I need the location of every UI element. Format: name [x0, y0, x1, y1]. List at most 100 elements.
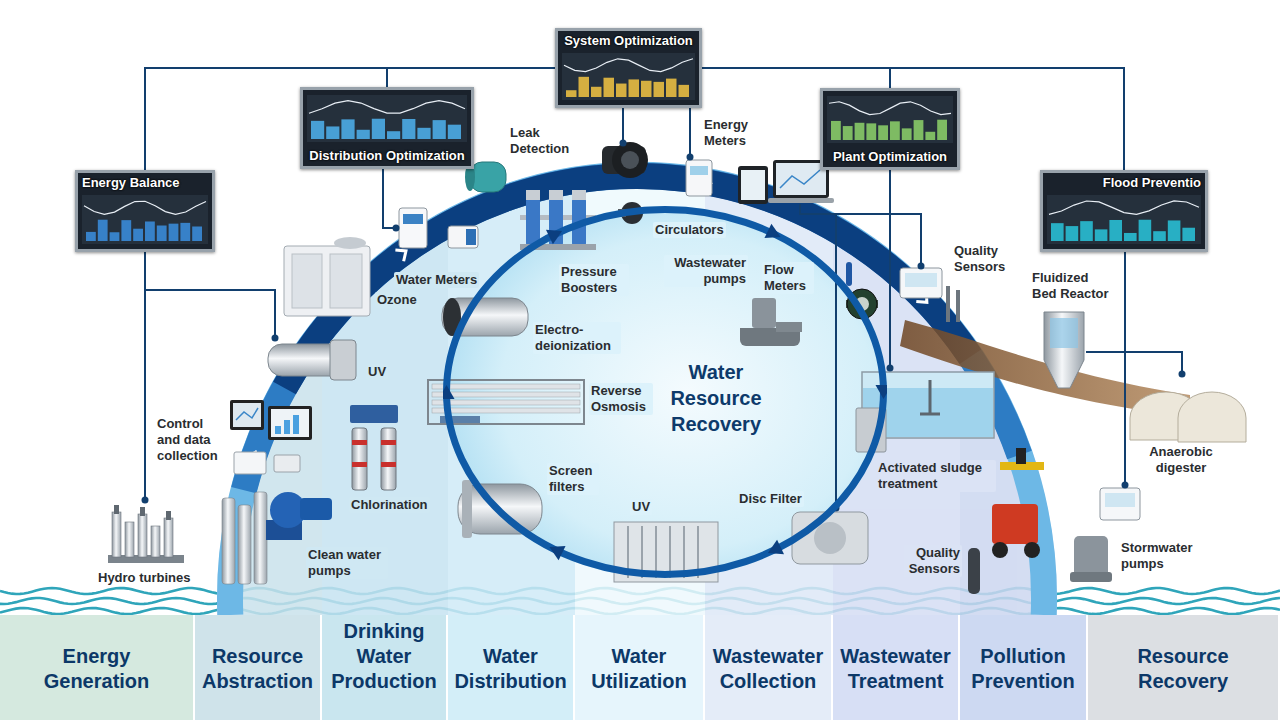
stage-title: Wastewater Treatment — [834, 644, 957, 694]
leak-detector — [470, 162, 506, 192]
screen-chart — [311, 121, 324, 139]
screen-chart — [1109, 220, 1122, 241]
cycle-title: Water Resource Recovery — [666, 359, 766, 437]
flow-arrowhead — [764, 540, 784, 560]
clean-water-pumps — [254, 492, 267, 584]
stage-band: Drinking Water Production — [322, 615, 448, 720]
flow-arrowhead — [876, 385, 888, 399]
hydro-turbines — [108, 505, 184, 563]
screen-chart — [448, 125, 461, 139]
cycle-band — [230, 175, 1044, 615]
flow-arrowhead — [764, 224, 784, 244]
hydro-turbines — [166, 511, 171, 520]
wastewater-pump — [740, 298, 802, 346]
screen-chart — [641, 81, 652, 97]
pressure-booster — [526, 198, 540, 246]
stage-title: Water Utilization — [578, 644, 700, 694]
dashboard-screen — [307, 95, 467, 142]
screen-chart — [387, 131, 400, 139]
leader-dot — [620, 140, 627, 147]
control-devices — [274, 455, 300, 472]
quality-sensor — [905, 273, 937, 287]
screen-chart — [937, 120, 947, 140]
energy-meter — [690, 166, 708, 175]
water-meter — [448, 226, 478, 248]
screen-chart — [192, 226, 202, 241]
hydro-turbines — [151, 526, 160, 557]
panel-title: Flood Preventio — [1099, 173, 1205, 193]
clean-water-pumps — [300, 498, 332, 520]
quality-sensor — [900, 268, 942, 298]
label-anchor: Disc Filter — [737, 489, 817, 507]
connector-line — [702, 68, 890, 88]
quality-sensor — [946, 286, 950, 322]
stage-title: Water Distribution — [450, 644, 571, 694]
equipment-label: UV — [630, 499, 652, 515]
reverse-osmosis-rack — [432, 392, 580, 397]
label-anchor: Stormwater pumps — [1119, 540, 1201, 572]
label-anchor: Water Meters — [394, 270, 494, 288]
stage-band: Pollution Prevention — [960, 615, 1088, 720]
chlorination-unit — [352, 440, 367, 445]
fluidized-bed-reactor — [1044, 312, 1084, 388]
leader-line — [145, 290, 275, 338]
stage-title: Pollution Prevention — [961, 644, 1085, 694]
stage-stripe — [0, 150, 1280, 615]
screen-chart — [145, 221, 155, 241]
screen-chart — [914, 120, 924, 140]
screen-chart — [121, 220, 131, 241]
screen-chart — [591, 87, 602, 97]
label-anchor: UV — [366, 362, 396, 380]
energy-meter — [686, 160, 712, 196]
equipment-label: Water Meters — [394, 272, 479, 288]
equipment-label: Electro-deionization — [533, 322, 621, 354]
label-anchor: Pressure Boosters — [559, 264, 629, 296]
screen-chart — [925, 132, 935, 140]
river-sensor-buoy — [968, 548, 980, 594]
tablet-devices — [780, 170, 820, 188]
wastewater-pump — [752, 298, 776, 328]
chlorination-unit — [381, 428, 396, 490]
dashboard-screen — [827, 96, 953, 143]
screen-chart — [1066, 226, 1079, 241]
screen-chart — [433, 120, 446, 139]
leader-line — [689, 108, 691, 157]
river-sensor-buoy — [1016, 448, 1026, 464]
leader-line — [1124, 252, 1126, 485]
river-sensor-buoy — [1024, 542, 1040, 558]
electrodeionization-unit — [442, 298, 528, 336]
panel-title: Plant Optimization — [829, 147, 951, 167]
disc-filter — [792, 512, 868, 564]
equipment-label: Circulators — [653, 222, 726, 238]
screen-chart — [1139, 220, 1152, 241]
screen-chart — [1168, 220, 1181, 241]
screen-chart — [417, 128, 430, 139]
flow-arrowhead — [443, 385, 455, 399]
label-anchor: Electro-deionization — [533, 322, 621, 354]
stage-band: Resource Abstraction — [195, 615, 322, 720]
control-devices — [284, 420, 290, 434]
screen-chart — [654, 82, 665, 97]
connector-line — [387, 68, 555, 87]
hydro-turbines — [112, 512, 121, 557]
label-anchor: Hydro turbines — [96, 568, 206, 586]
screen-chart — [831, 121, 841, 140]
chlorination-unit — [350, 405, 398, 490]
control-devices — [230, 400, 312, 474]
screen-chart — [357, 130, 370, 139]
screen-chart — [372, 119, 385, 139]
screen-chart — [1124, 233, 1137, 241]
ozone-generator — [334, 237, 366, 249]
dashboard-panel: Distribution Optimization — [300, 87, 474, 169]
flow-arrowhead — [546, 224, 566, 244]
dashboard-panel: Flood Preventio — [1040, 170, 1208, 252]
dashboard-screen — [82, 195, 208, 244]
equipment-label: Reverse Osmosis — [589, 383, 653, 415]
leader-line — [889, 170, 891, 368]
equipment-label: Leak Detection — [508, 125, 578, 157]
screen-chart — [902, 128, 912, 140]
screen-chart — [1051, 223, 1064, 241]
leader-dot — [918, 263, 925, 270]
